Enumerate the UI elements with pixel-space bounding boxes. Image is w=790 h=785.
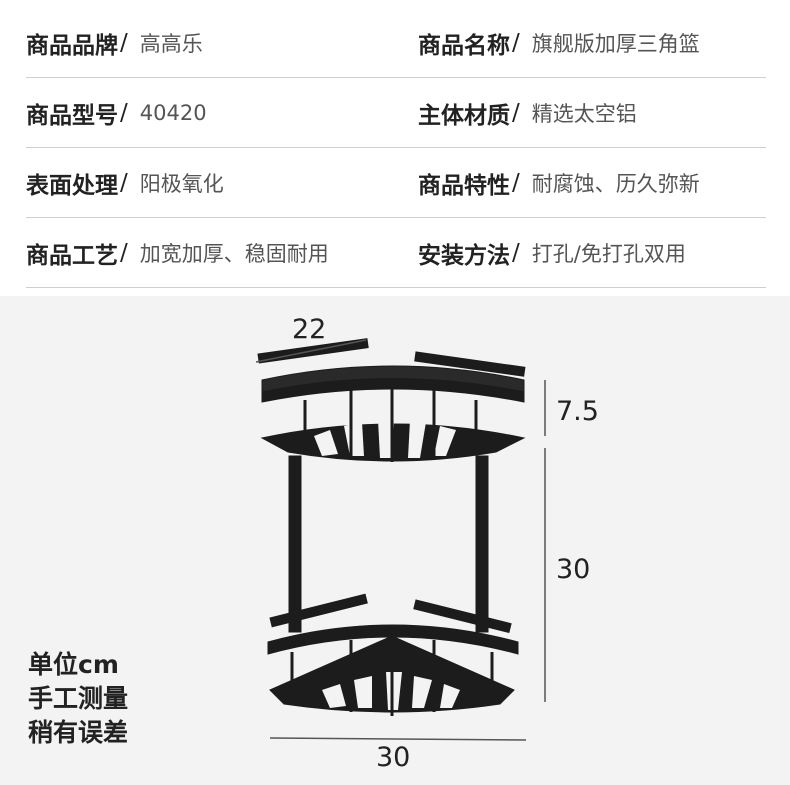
- spec-label: 商品型号: [26, 102, 118, 129]
- spec-material: 主体材质/ 精选太空铝: [396, 96, 766, 130]
- spec-row: 商品品牌/高高乐 商品名称/旗舰版加厚三角篮: [26, 8, 766, 78]
- spec-label: 表面处理: [26, 172, 118, 199]
- note-measure: 手工测量: [28, 684, 129, 713]
- bottom-rail: [267, 624, 519, 655]
- spec-label: 主体材质: [418, 102, 510, 129]
- dim-bottom-width: 30: [376, 742, 411, 773]
- spec-value: 耐腐蚀、历久弥新: [531, 171, 700, 196]
- spec-separator: /: [512, 29, 520, 56]
- bottom-right-bracket: [413, 599, 512, 634]
- bottom-left-bracket: [269, 593, 368, 628]
- spec-craft: 商品工艺/ 加宽加厚、稳固耐用: [26, 236, 396, 270]
- spec-separator: /: [120, 239, 128, 266]
- spec-value: 精选太空铝: [531, 101, 637, 126]
- spec-separator: /: [512, 99, 520, 126]
- spec-value: 旗舰版加厚三角篮: [531, 31, 700, 56]
- left-pole: [288, 455, 302, 633]
- rack-top-tier: [257, 338, 526, 633]
- spec-row: 表面处理/阳极氧化 商品特性/耐腐蚀、历久弥新: [26, 148, 766, 218]
- top-right-bracket: [414, 351, 526, 377]
- spec-table: 商品品牌/高高乐 商品名称/旗舰版加厚三角篮 商品型号/40420 主体材质/精…: [26, 8, 766, 288]
- top-rail-back: [261, 365, 525, 393]
- dim-top-width: 22: [292, 314, 327, 345]
- spec-separator: /: [120, 29, 128, 56]
- dimension-lines: [255, 339, 546, 741]
- spec-separator: /: [120, 169, 128, 196]
- spec-value: 高高乐: [139, 31, 203, 56]
- dim-pole-height: 30: [556, 554, 591, 585]
- spec-label: 商品品牌: [26, 32, 118, 59]
- spec-value: 40420: [139, 100, 207, 125]
- spec-value: 阳极氧化: [139, 171, 224, 196]
- spec-brand: 商品品牌/ 高高乐: [26, 26, 396, 60]
- spec-row: 商品型号/40420 主体材质/精选太空铝: [26, 78, 766, 148]
- note-error: 稍有误差: [28, 718, 129, 747]
- spec-value: 打孔/免打孔双用: [531, 241, 686, 266]
- rack-bottom-tier: [267, 593, 519, 716]
- spec-row: 商品工艺/加宽加厚、稳固耐用 安装方法/打孔/免打孔双用: [26, 218, 766, 288]
- spec-label: 商品特性: [418, 172, 510, 199]
- right-pole: [475, 455, 489, 633]
- note-unit: 单位cm: [28, 650, 119, 679]
- spec-separator: /: [512, 169, 520, 196]
- spec-name: 商品名称/ 旗舰版加厚三角篮: [396, 26, 766, 60]
- spec-separator: /: [512, 239, 520, 266]
- product-photo: 22 7.5 30 30 单位cm 手工测量 稍有误差: [0, 296, 790, 785]
- spec-label: 商品名称: [418, 32, 510, 59]
- corner-rack-illustration: [255, 338, 546, 741]
- spec-install: 安装方法/ 打孔/免打孔双用: [396, 236, 766, 270]
- spec-feature: 商品特性/ 耐腐蚀、历久弥新: [396, 166, 766, 200]
- spec-label: 安装方法: [418, 242, 510, 269]
- spec-model: 商品型号/ 40420: [26, 96, 396, 130]
- spec-label: 商品工艺: [26, 242, 118, 269]
- spec-surface: 表面处理/ 阳极氧化: [26, 166, 396, 200]
- dim-basket-height: 7.5: [556, 396, 599, 427]
- spec-value: 加宽加厚、稳固耐用: [139, 241, 329, 266]
- spec-separator: /: [120, 99, 128, 126]
